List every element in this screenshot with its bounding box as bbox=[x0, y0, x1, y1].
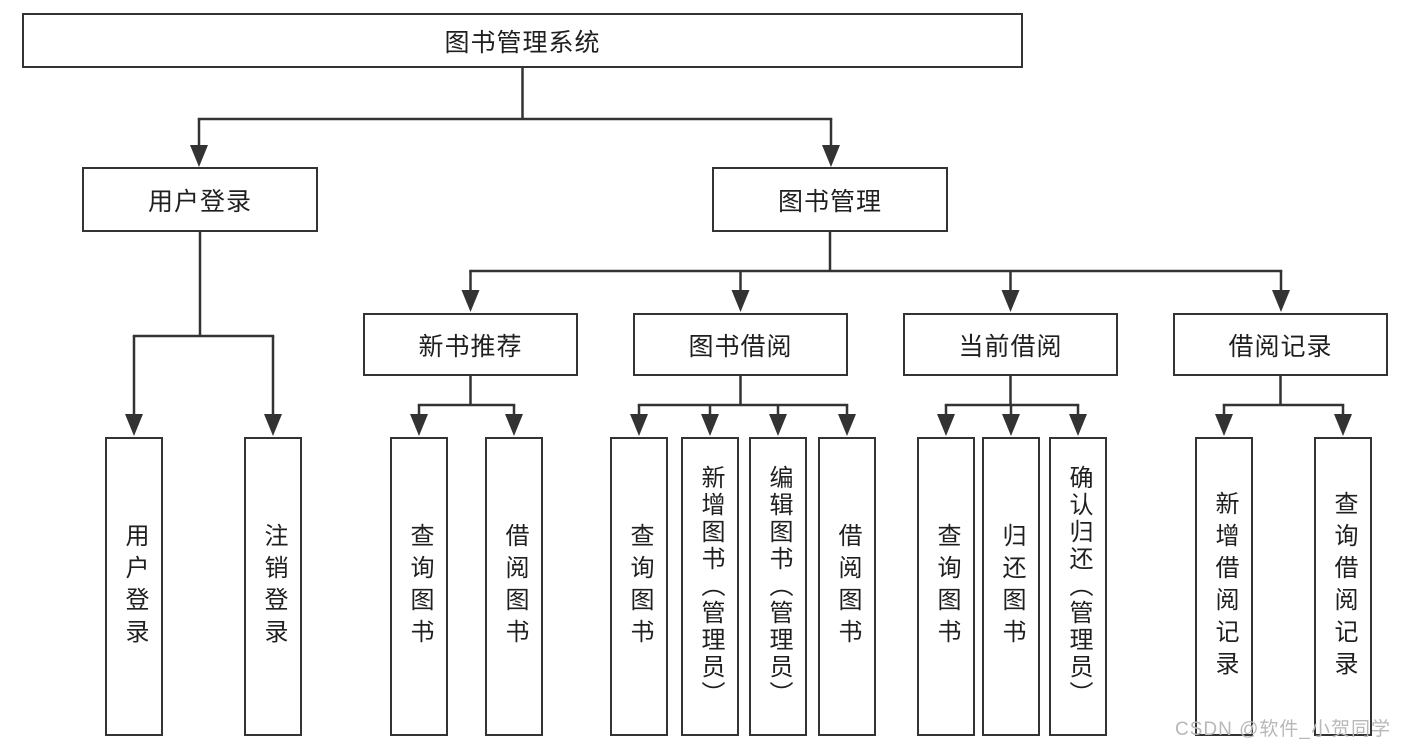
connector-root-to-level2 bbox=[190, 67, 840, 167]
node-label: 借阅记录 bbox=[1228, 332, 1333, 361]
node-label: 当前借阅 bbox=[958, 332, 1063, 361]
node-label: 查询图书 bbox=[626, 522, 653, 651]
leaf-current-query-books: 查询图书 bbox=[917, 437, 975, 736]
node-label: 图书管理系统 bbox=[444, 28, 601, 57]
node-label: 注销登录 bbox=[260, 522, 287, 651]
node-label: 新增图书（管理员） bbox=[697, 465, 724, 708]
connector-userlogin-to-leaves bbox=[125, 231, 282, 436]
leaf-rec-borrow-books: 借阅图书 bbox=[485, 437, 543, 736]
node-label: 用户登录 bbox=[121, 522, 148, 651]
node-label: 图书管理 bbox=[777, 187, 882, 216]
node-current-borrowing: 当前借阅 bbox=[903, 313, 1118, 376]
node-label: 借阅图书 bbox=[501, 522, 528, 651]
leaf-logout: 注销登录 bbox=[244, 437, 302, 736]
leaf-add-borrow-record: 新增借阅记录 bbox=[1195, 437, 1253, 736]
connector-newbookrec-to-leaves bbox=[410, 374, 523, 436]
node-label: 用户登录 bbox=[147, 187, 252, 216]
node-label: 查询图书 bbox=[406, 522, 433, 651]
node-borrowing-records: 借阅记录 bbox=[1173, 313, 1388, 376]
node-label: 查询借阅记录 bbox=[1330, 490, 1357, 683]
node-label: 图书借阅 bbox=[688, 332, 793, 361]
node-book-borrowing: 图书借阅 bbox=[633, 313, 848, 376]
leaf-borrow-books: 借阅图书 bbox=[818, 437, 876, 736]
node-label: 新增借阅记录 bbox=[1211, 490, 1238, 683]
node-label: 借阅图书 bbox=[834, 522, 861, 651]
csdn-watermark: CSDN @软件_小贺同学 bbox=[1175, 719, 1391, 740]
node-label: 查询图书 bbox=[933, 522, 960, 651]
node-label: 确认归还（管理员） bbox=[1065, 465, 1092, 708]
leaf-confirm-return-admin: 确认归还（管理员） bbox=[1049, 437, 1107, 736]
node-label: 编辑图书（管理员） bbox=[765, 465, 792, 708]
leaf-borrow-query-books: 查询图书 bbox=[610, 437, 668, 736]
leaf-rec-query-books: 查询图书 bbox=[390, 437, 448, 736]
leaf-edit-books-admin: 编辑图书（管理员） bbox=[749, 437, 807, 736]
connector-bookmgmt-to-level3 bbox=[461, 231, 1290, 312]
leaf-query-borrow-record: 查询借阅记录 bbox=[1314, 437, 1372, 736]
connector-bookborrow-to-leaves bbox=[630, 374, 856, 436]
node-label: 归还图书 bbox=[998, 522, 1025, 651]
node-new-book-recommendation: 新书推荐 bbox=[363, 313, 578, 376]
node-root-system: 图书管理系统 bbox=[22, 13, 1023, 68]
node-user-login: 用户登录 bbox=[82, 167, 318, 232]
connector-currentborrow-to-leaves bbox=[937, 374, 1087, 436]
leaf-add-books-admin: 新增图书（管理员） bbox=[681, 437, 739, 736]
leaf-user-login: 用户登录 bbox=[105, 437, 163, 736]
node-label: 新书推荐 bbox=[418, 332, 523, 361]
leaf-return-books: 归还图书 bbox=[982, 437, 1040, 736]
connector-borrowrecords-to-leaves bbox=[1215, 374, 1352, 436]
node-book-management: 图书管理 bbox=[712, 167, 948, 232]
